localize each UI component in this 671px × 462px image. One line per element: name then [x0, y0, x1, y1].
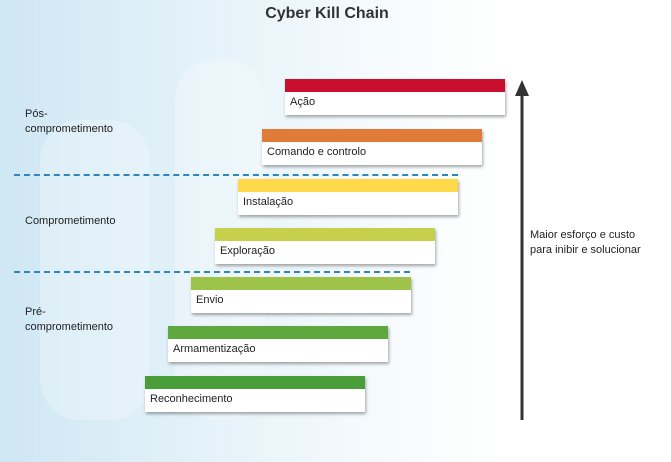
- step-color-band: [262, 129, 482, 142]
- phase-label-post-compromise: Pós- comprometimento: [25, 108, 114, 135]
- background-shape: [40, 120, 150, 420]
- step-label: Comando e controlo: [267, 146, 367, 158]
- step-command-control: Comando e controlo: [262, 129, 482, 165]
- step-label: Ação: [290, 96, 316, 108]
- step-reconnaissance: Reconhecimento: [145, 376, 365, 412]
- effort-arrow-head: [515, 80, 529, 96]
- step-exploitation: Exploração: [215, 228, 435, 264]
- phase-label-compromise: Comprometimento: [25, 215, 116, 227]
- step-color-band: [238, 179, 458, 192]
- diagram-title: Cyber Kill Chain: [265, 5, 389, 22]
- step-installation: Instalação: [238, 179, 458, 215]
- step-color-band: [168, 326, 388, 339]
- step-label: Armamentização: [173, 343, 256, 355]
- step-label: Reconhecimento: [150, 393, 233, 405]
- phase-divider-upper: [14, 174, 458, 176]
- step-label: Envio: [196, 294, 224, 306]
- step-label: Instalação: [243, 196, 294, 208]
- step-color-band: [145, 376, 365, 389]
- effort-arrow-label: Maior esforço e custo para inibir e solu…: [530, 229, 641, 256]
- step-color-band: [285, 79, 505, 92]
- step-color-band: [215, 228, 435, 241]
- phase-label-pre-compromise: Pré- comprometimento: [25, 306, 114, 333]
- step-delivery: Envio: [191, 277, 411, 313]
- step-color-band: [191, 277, 411, 290]
- step-weaponization: Armamentização: [168, 326, 388, 362]
- effort-arrow: [515, 80, 529, 420]
- step-action: Ação: [285, 79, 505, 115]
- step-label: Exploração: [220, 245, 276, 257]
- phase-divider-lower: [14, 271, 410, 273]
